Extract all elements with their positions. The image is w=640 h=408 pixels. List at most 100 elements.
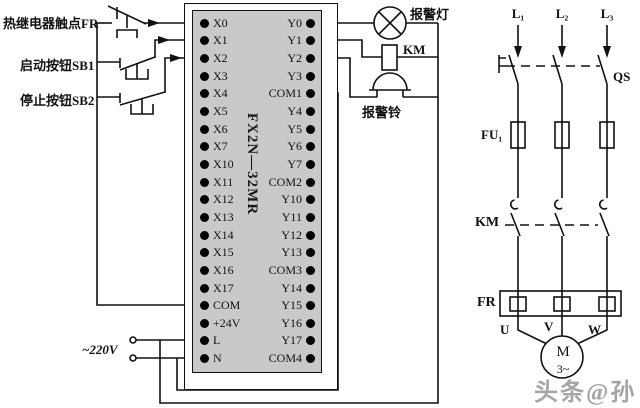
sb1-label: 启动按钮SB1 xyxy=(20,58,95,73)
plc-body xyxy=(192,10,322,373)
terminal-dot xyxy=(306,318,315,328)
terminal-dot xyxy=(306,212,315,222)
terminal-label: Y11 xyxy=(281,210,302,224)
terminal-y11: Y11 xyxy=(245,211,315,223)
terminal-y5: Y5 xyxy=(245,123,315,135)
fuse-icons xyxy=(510,121,615,198)
terminal-dot xyxy=(200,106,209,116)
terminal-dot xyxy=(200,230,209,240)
terminal-dot xyxy=(306,35,315,45)
terminal-dot xyxy=(306,53,315,63)
terminal-label: L xyxy=(213,333,221,347)
terminal-y10: Y10 xyxy=(245,193,315,205)
terminal-label: Y3 xyxy=(287,69,302,83)
terminal-y16: Y16 xyxy=(245,317,315,329)
terminal-dot xyxy=(200,177,209,187)
phase-l1-label: L₁ xyxy=(511,6,525,21)
terminal-dot xyxy=(306,71,315,81)
terminal-label: X14 xyxy=(213,228,234,242)
terminal-dot xyxy=(306,18,315,28)
terminal-label: Y14 xyxy=(281,281,302,295)
terminal-label: +24V xyxy=(213,316,241,330)
terminal-com1: COM1 xyxy=(245,87,315,99)
terminal-com3: COM3 xyxy=(245,264,315,276)
terminal-label: COM xyxy=(213,298,241,312)
terminal-com: COM xyxy=(200,299,240,311)
terminal-x11: X11 xyxy=(200,176,233,188)
fr-relay-label: FR xyxy=(477,295,496,310)
terminal-dot xyxy=(200,53,209,63)
motor-feed-wires xyxy=(517,316,608,345)
terminal-l: L xyxy=(200,334,220,346)
terminal-label: COM3 xyxy=(268,263,302,277)
alarm-lamp-label: 报警灯 xyxy=(410,7,450,22)
terminal-dot xyxy=(306,335,315,345)
phase-v-label: V xyxy=(544,319,554,334)
phase-lines xyxy=(514,25,611,58)
terminal-dot xyxy=(200,335,209,345)
terminal-dot xyxy=(306,247,315,257)
terminal-y4: Y4 xyxy=(245,105,315,117)
terminal-dot xyxy=(200,265,209,275)
phase-l2-label: L₂ xyxy=(555,6,569,21)
terminal-dot xyxy=(306,177,315,187)
terminal-label: X13 xyxy=(213,210,234,224)
terminal-label: Y5 xyxy=(287,122,302,136)
terminal-dot xyxy=(200,159,209,169)
terminal-label: Y15 xyxy=(281,298,302,312)
terminal-x1: X1 xyxy=(200,34,228,46)
terminal-dot xyxy=(306,141,315,151)
terminal-dot xyxy=(306,353,315,363)
terminal-dot xyxy=(200,247,209,257)
terminal-dot xyxy=(200,35,209,45)
terminal-label: Y6 xyxy=(287,139,302,153)
terminal-dot xyxy=(306,265,315,275)
terminal-label: Y17 xyxy=(281,333,302,347)
terminal-label: Y10 xyxy=(281,192,302,206)
terminal-y12: Y12 xyxy=(245,229,315,241)
terminal-dot xyxy=(200,18,209,28)
terminal-label: X1 xyxy=(213,33,228,47)
terminal-label: COM1 xyxy=(268,86,302,100)
terminal-dot xyxy=(200,194,209,204)
terminal-y13: Y13 xyxy=(245,246,315,258)
fr-contact-label: 热继电器触点FR xyxy=(3,16,99,31)
qs-switch-symbol xyxy=(498,54,608,122)
terminal-dot xyxy=(200,124,209,134)
terminal-y3: Y3 xyxy=(245,70,315,82)
terminal-dot xyxy=(200,212,209,222)
terminal-label: Y4 xyxy=(287,104,302,118)
terminal-label: X7 xyxy=(213,139,228,153)
terminal-dot xyxy=(200,141,209,151)
terminal-x13: X13 xyxy=(200,211,234,223)
phase-arrow-icons xyxy=(514,46,611,58)
phase-u-label: U xyxy=(500,322,510,337)
terminal-label: X0 xyxy=(213,16,228,30)
terminal-y2: Y2 xyxy=(245,52,315,64)
terminal-dot xyxy=(306,194,315,204)
terminal-n: N xyxy=(200,352,222,364)
terminal-label: X10 xyxy=(213,157,234,171)
terminal-x12: X12 xyxy=(200,193,234,205)
terminal-label: N xyxy=(213,351,222,365)
terminal-y14: Y14 xyxy=(245,282,315,294)
supply-voltage-label: ~220V xyxy=(82,342,118,357)
km-contact-symbol xyxy=(505,199,610,291)
left-rail-wire xyxy=(96,23,200,306)
terminal-y6: Y6 xyxy=(245,140,315,152)
terminal-com2: COM2 xyxy=(245,176,315,188)
terminal-label: Y1 xyxy=(287,33,302,47)
watermark: 头条@孙吉 xyxy=(534,380,637,406)
terminal-dot xyxy=(306,283,315,293)
terminal-label: X3 xyxy=(213,69,228,83)
terminal-dot xyxy=(306,124,315,134)
terminal-label: Y0 xyxy=(287,16,302,30)
terminal-x6: X6 xyxy=(200,123,228,135)
terminal-x5: X5 xyxy=(200,105,228,117)
km-contact-label: KM xyxy=(475,215,500,230)
live-return-wire xyxy=(159,23,439,404)
sb2-label: 停止按钮SB2 xyxy=(20,93,95,108)
terminal-label: Y2 xyxy=(287,51,302,65)
terminal-y7: Y7 xyxy=(245,158,315,170)
